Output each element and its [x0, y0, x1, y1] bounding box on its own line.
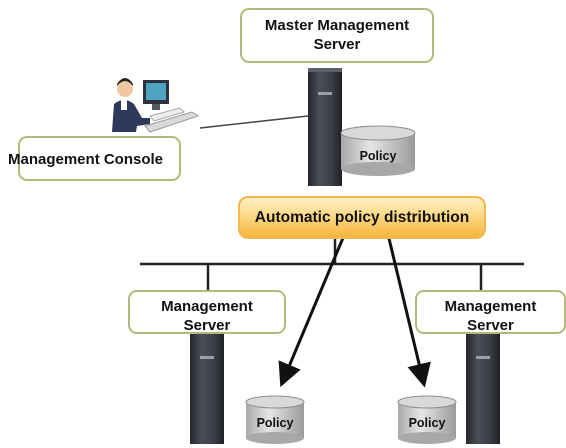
automatic-policy-distribution-label: Automatic policy distribution — [238, 196, 486, 239]
right-policy-label: Policy — [409, 416, 446, 430]
distribution-label-text: Automatic policy distribution — [254, 209, 470, 226]
arrow-to-right-policy — [384, 225, 431, 388]
console-connection-line — [199, 115, 309, 129]
management-console-label: Management Console — [8, 136, 181, 181]
operator-workstation-icon — [112, 78, 200, 133]
distribution-arrows — [278, 225, 431, 388]
arrow-to-left-policy — [278, 225, 350, 388]
right-server-label-line1: Management — [444, 298, 537, 315]
left-management-server-label: Management Server — [128, 290, 286, 334]
master-management-server-label: Master Management Server — [240, 8, 434, 63]
master-server-icon — [308, 68, 342, 186]
master-label-line1: Master Management — [264, 17, 410, 34]
right-management-server-label: Management Server — [415, 290, 566, 334]
left-server-icon — [190, 332, 224, 444]
right-server-icon — [466, 332, 500, 444]
left-server-label-line2: Server — [183, 317, 231, 334]
console-label-text: Management Console — [8, 151, 164, 168]
left-server-label-line1: Management — [161, 298, 253, 315]
left-policy-database-icon: Policy — [245, 395, 305, 444]
master-policy-database-icon: Policy — [340, 125, 416, 176]
master-policy-label: Policy — [360, 149, 397, 163]
master-label-line2: Server — [313, 36, 361, 53]
right-server-label-line2: Server — [467, 317, 514, 334]
left-policy-label: Policy — [257, 416, 294, 430]
right-policy-database-icon: Policy — [397, 395, 457, 444]
